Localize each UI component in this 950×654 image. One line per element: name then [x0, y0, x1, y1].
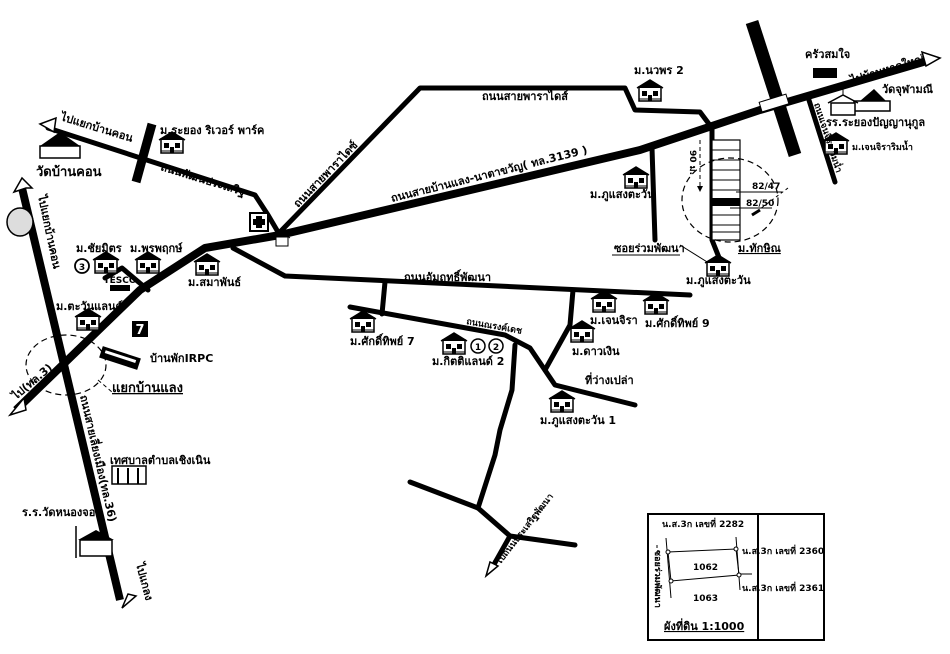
road-tl36 [18, 187, 124, 601]
inset-label: 1063 [693, 594, 718, 604]
lot-label: 82/50 [746, 199, 774, 209]
inset-label: 1062 [693, 563, 718, 573]
tesco-sign-icon: TESCO [103, 276, 137, 291]
place-label: ม.ภูแสงตะวัน [590, 188, 655, 202]
boulder-icon [6, 207, 34, 237]
place-label: เทศบาลตำบลเชิงเนิน [110, 454, 211, 467]
road-narongdet [347, 304, 638, 408]
place-label: ม.สมาพันธ์ [188, 276, 241, 289]
inset-label: ซอยร่วมพัฒนา [652, 550, 663, 608]
arrow-left-icon [38, 116, 57, 134]
place-label: ม.เจนจิราริมน้ำ [852, 140, 913, 153]
hospital-icon [249, 212, 269, 232]
inset-frame [647, 513, 825, 641]
road-label: ซอยร่วมพัฒนา [614, 242, 685, 255]
marker-3: 3 [74, 258, 90, 274]
seven-eleven-icon: 7 [132, 321, 148, 338]
arrow-right-icon [920, 50, 942, 68]
road-label: ถนนสายบ้านแลง-นาตาขวัญ( ทล.3139 ) [390, 143, 589, 205]
road-amarit-phatthana [230, 245, 693, 298]
place-label: วัดบ้านคอน [36, 164, 102, 180]
inset-land-plan: น.ส.3ก เลขที่ 2282 ซอยร่วมพัฒนา 1062 106… [647, 513, 824, 641]
road-sai-paradise [277, 85, 715, 235]
school-icon [827, 87, 859, 116]
place-label: ร.ร.วัดหนองจอก [22, 506, 102, 519]
place-label: ม.ชัยมิตร [76, 242, 122, 255]
distance-label: 90 ม. [687, 150, 697, 175]
road-south [475, 342, 578, 548]
railway-crossing [131, 122, 157, 184]
house-icon [636, 79, 664, 102]
inset-label: น.ส.3ก เลขที่ 2361 [742, 581, 824, 594]
house-icon [548, 390, 576, 413]
road-to-tl3 [13, 56, 932, 413]
road-label: ถนนอัมฤทธิ์พัฒนา [404, 269, 491, 284]
road-right-vertical [805, 94, 838, 185]
svg-text:7: 7 [135, 323, 144, 338]
svg-text:3: 3 [79, 263, 85, 273]
place-label: ม.ศักดิ์ทิพย์ 7 [350, 333, 415, 348]
place-label: ม.นวพร 2 [634, 64, 684, 77]
place-label: ม.ระยอง ริเวอร์ พาร์ค [160, 124, 264, 137]
school-icon [75, 526, 114, 558]
road-connector [379, 279, 388, 317]
road-to-nong-prasert [489, 533, 513, 571]
highlight-circle [681, 157, 779, 243]
restaurant-icon [813, 68, 837, 78]
land-plots [711, 139, 741, 241]
marker-1: 1 [470, 338, 486, 354]
road-label: ถนนสายพาราไดซ์ [290, 138, 361, 210]
road-local [102, 265, 151, 293]
marker-2: 2 [488, 338, 504, 354]
crossing-gap [758, 93, 790, 113]
inset-title: ผังที่ดิน 1:1000 [664, 618, 745, 633]
arrow-up-icon [12, 176, 34, 194]
house-icon [349, 310, 377, 333]
arrow-down-icon [121, 593, 138, 609]
house-icon [92, 251, 120, 274]
place-label: ม.ศักดิ์ทิพย์ 9 [645, 315, 710, 330]
railway-crossing [745, 20, 802, 157]
office-icon [111, 465, 147, 485]
place-label: แยกบ้านแลง [112, 380, 183, 396]
place-label: ม.ภูแสงตะวัน 1 [540, 414, 616, 428]
place-label: ที่ว่างเปล่า [585, 372, 634, 387]
road-connector [542, 287, 576, 373]
place-label: ครัวสมใจ [805, 47, 850, 61]
temple-icon [39, 132, 81, 159]
road-side [649, 145, 658, 243]
inset-label: น.ส.3ก เลขที่ 2282 [662, 517, 744, 530]
tesco-label: TESCO [103, 276, 136, 286]
road-phatthana-prasert [45, 125, 281, 235]
place-label: วัดจุฬามณี [882, 83, 934, 97]
place-label: ม.ดาวเงิน [572, 345, 620, 358]
arrow-left-icon [7, 396, 27, 417]
inset-label: น.ส.3ก เลขที่ 2360 [742, 544, 824, 557]
place-label: ม.พรพฤกษ์ [130, 242, 183, 255]
place-label: บ้านพักIRPC [150, 352, 213, 365]
irpc-housing-icon [99, 346, 141, 370]
svg-text:2: 2 [493, 343, 499, 353]
house-icon [440, 332, 468, 355]
house-icon [622, 166, 650, 189]
road-label: ถนนสายพาราไดส์ [482, 89, 568, 103]
house-icon [134, 251, 162, 274]
place-label: ม.ภูแสงตะวัน [686, 274, 751, 288]
place-label: รร.ระยองปัญญานุกูล [826, 116, 925, 130]
road-label: ถนนพัฒนประเสริฐ [159, 160, 247, 199]
lot-label: 82/47 [752, 182, 780, 192]
place-label: ม.เจนจิรา [590, 314, 638, 327]
police-box-icon [273, 231, 291, 247]
place-label: ม.กิตติแลนด์ 2 [432, 355, 504, 368]
road-west-branch [407, 479, 481, 511]
house-icon [590, 290, 618, 313]
house-icon [704, 254, 732, 277]
place-label: ม.ตะวันแลนด์ [56, 300, 123, 313]
junction-circle [25, 334, 107, 396]
svg-text:1: 1 [475, 343, 481, 353]
arrow-down-icon [484, 560, 500, 579]
place-label: ม.ทักษิณ [738, 242, 782, 255]
